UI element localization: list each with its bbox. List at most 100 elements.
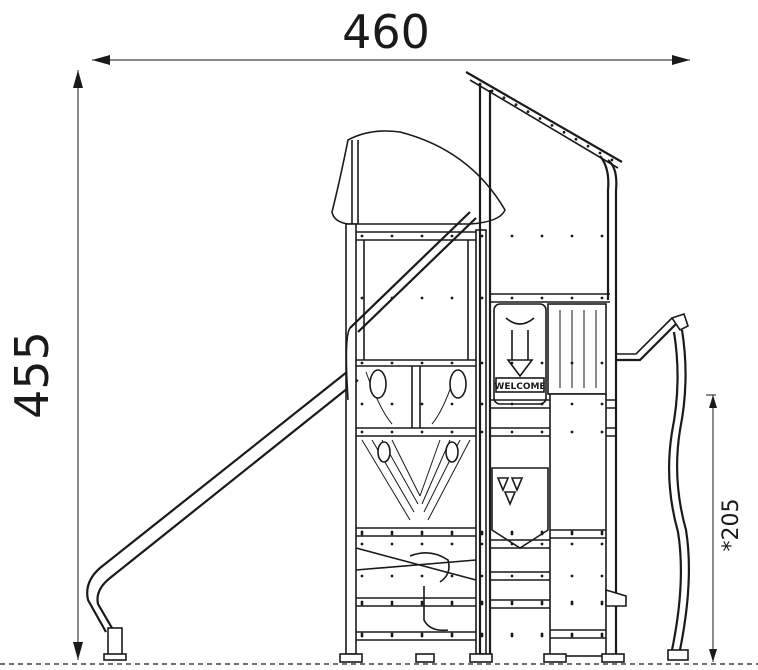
bolt-dot <box>360 542 364 546</box>
roof-bolt-dot <box>574 137 578 141</box>
bolt-dot <box>510 532 514 536</box>
bolt-dot <box>510 542 514 546</box>
bolt-dot <box>390 296 394 300</box>
bolt-dot <box>360 234 364 238</box>
bolt-dot <box>360 634 364 638</box>
bolt-dot <box>570 296 574 300</box>
bolt-dot <box>510 530 514 534</box>
bolt-dot <box>450 296 454 300</box>
bolt-dot <box>360 600 364 604</box>
bolt-dot <box>480 234 484 238</box>
bolt-dot <box>600 361 604 365</box>
slide <box>86 367 359 661</box>
bolt-dot <box>480 632 484 636</box>
bolt-dot <box>450 430 454 434</box>
bolt-dot <box>390 402 394 406</box>
bolt-dot <box>360 430 364 434</box>
bolt-dot <box>570 574 574 578</box>
bolt-dot <box>540 634 544 638</box>
bolt-dot <box>600 632 604 636</box>
bolt-dot <box>570 634 574 638</box>
bolt-dot <box>450 600 454 604</box>
bolt-dot <box>570 542 574 546</box>
roof-bolt-dot <box>586 144 590 148</box>
bolt-dot <box>390 542 394 546</box>
bolt-dot <box>570 600 574 604</box>
bolt-dot <box>360 530 364 534</box>
fall-height-dimension: *205 <box>706 394 744 662</box>
welcome-sign: WELCOME <box>494 382 545 392</box>
bolt-dot <box>540 361 544 365</box>
bolt-dot <box>510 234 514 238</box>
bolt-dot <box>600 296 604 300</box>
bolt-dot <box>450 234 454 238</box>
bolt-dot <box>390 602 394 606</box>
roof-bolt-dot <box>562 130 566 134</box>
climbing-bar <box>616 312 690 661</box>
bolt-dot <box>480 402 484 406</box>
bolt-dot <box>420 574 424 578</box>
bolt-dot <box>510 574 514 578</box>
bolt-dot <box>480 532 484 536</box>
bolt-dot <box>510 632 514 636</box>
roof-bolt-dot <box>502 96 506 100</box>
bolt-dot <box>540 234 544 238</box>
bolt-dot <box>390 430 394 434</box>
bolt-dot <box>450 530 454 534</box>
bolt-dot <box>600 600 604 604</box>
bolt-dot <box>480 361 484 365</box>
bolt-dot <box>420 234 424 238</box>
bolt-dot <box>600 574 604 578</box>
bolt-details <box>360 82 614 638</box>
bolt-dot <box>510 402 514 406</box>
bolt-dot <box>540 402 544 406</box>
bolt-dot <box>600 634 604 638</box>
bolt-dot <box>390 361 394 365</box>
bolt-dot <box>570 530 574 534</box>
roof-bolt-dot <box>538 117 542 120</box>
bolt-dot <box>390 532 394 536</box>
width-dimension: 460 <box>92 5 690 65</box>
bolt-dot <box>600 542 604 546</box>
bolt-dot <box>600 530 604 534</box>
bolt-dot <box>390 600 394 604</box>
bolt-dot <box>600 430 604 434</box>
height-dimension: 455 <box>5 70 83 660</box>
bolt-dot <box>420 602 424 606</box>
bolt-dot <box>390 574 394 578</box>
bolt-dot <box>510 634 514 638</box>
bolt-dot <box>450 402 454 406</box>
bolt-dot <box>360 632 364 636</box>
bolt-dot <box>480 634 484 638</box>
bolt-dot <box>570 532 574 536</box>
bolt-dot <box>510 296 514 300</box>
bolt-dot <box>480 542 484 546</box>
bolt-dot <box>360 402 364 406</box>
bolt-dot <box>360 361 364 365</box>
bolt-dot <box>360 532 364 536</box>
roof-bolt-dot <box>526 110 530 113</box>
bolt-dot <box>600 402 604 406</box>
bolt-dot <box>570 402 574 406</box>
bolt-dot <box>510 602 514 606</box>
bolt-dot <box>390 530 394 534</box>
bolt-dot <box>390 632 394 636</box>
bolt-dot <box>570 361 574 365</box>
roof-bolt-dot <box>610 158 614 162</box>
bolt-dot <box>480 574 484 578</box>
fall-height-label: *205 <box>719 499 744 552</box>
bolt-dot <box>420 530 424 534</box>
roof-bolt-dot <box>598 151 602 155</box>
bolt-dot <box>450 361 454 365</box>
roof-bolt-dot <box>478 82 482 86</box>
bolt-dot <box>360 602 364 606</box>
bolt-dot <box>540 600 544 604</box>
bolt-dot <box>540 532 544 536</box>
bolt-dot <box>450 602 454 606</box>
roof-bolt-dot <box>550 124 554 127</box>
bolt-dot <box>390 634 394 638</box>
bolt-dot <box>390 234 394 238</box>
right-roof <box>465 71 623 163</box>
bolt-dot <box>540 632 544 636</box>
